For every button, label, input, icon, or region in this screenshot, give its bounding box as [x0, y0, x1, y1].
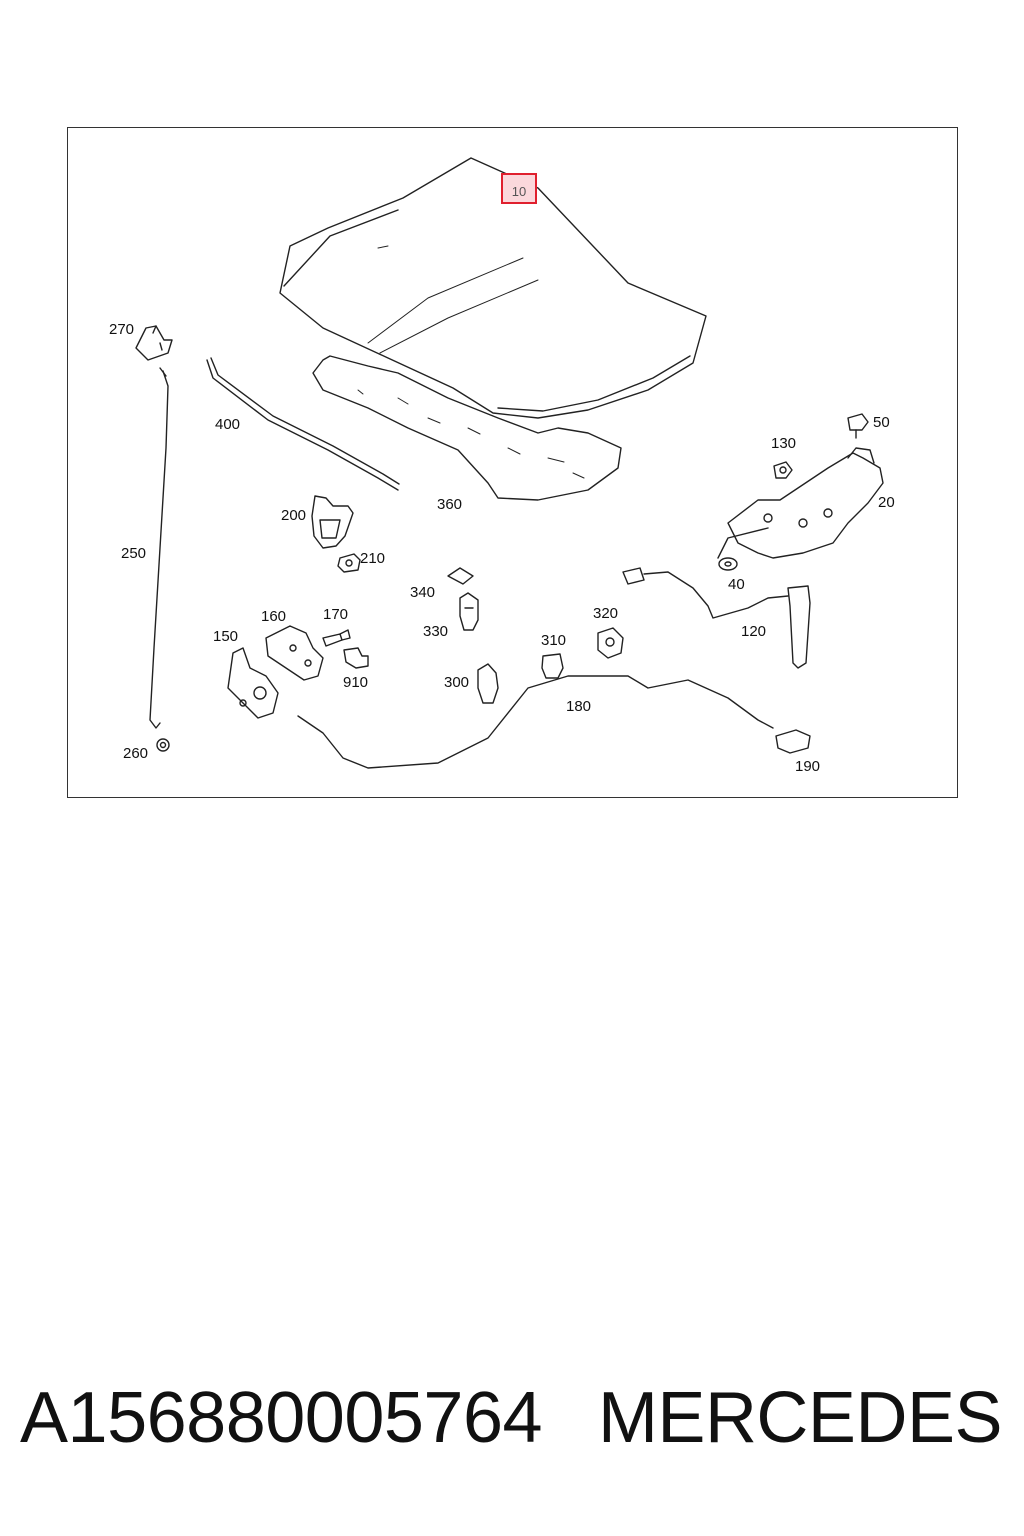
nut-130 [773, 461, 793, 479]
release-cable-180 [297, 675, 774, 769]
hood-panel [279, 157, 707, 419]
prop-rod-250 [149, 367, 169, 729]
callout-270[interactable]: 270 [109, 321, 135, 338]
hood-insulation-pad [312, 355, 622, 501]
brand-name: MERCEDES [597, 1378, 1003, 1458]
grommet-260 [156, 738, 170, 752]
part-910 [343, 647, 369, 669]
callout-160[interactable]: 160 [261, 608, 287, 625]
callout-20[interactable]: 20 [878, 494, 895, 511]
callout-340[interactable]: 340 [410, 584, 436, 601]
callout-40[interactable]: 40 [728, 576, 745, 593]
callout-10-highlight[interactable]: 10 [501, 173, 537, 204]
hood-lock-160 [265, 625, 324, 681]
parts-diagram: 10 20 40 50 120 130 150 160 170 180 190 … [67, 127, 958, 798]
callout-910[interactable]: 910 [343, 674, 369, 691]
callout-50[interactable]: 50 [873, 414, 890, 431]
footer: A156880005764 MERCEDES [0, 1370, 1024, 1470]
callout-300[interactable]: 300 [444, 674, 470, 691]
hood-lock-150 [227, 647, 279, 719]
callout-120[interactable]: 120 [741, 623, 767, 640]
callout-180[interactable]: 180 [566, 698, 592, 715]
clip-310 [541, 653, 564, 679]
nut-210 [337, 553, 361, 573]
callout-400[interactable]: 400 [215, 416, 241, 433]
washer-40 [717, 527, 769, 571]
callout-330[interactable]: 330 [423, 623, 449, 640]
callout-310[interactable]: 310 [541, 632, 567, 649]
hood-seal-strip [206, 357, 400, 491]
clip-300 [477, 663, 499, 704]
callout-250[interactable]: 250 [121, 545, 147, 562]
callout-200[interactable]: 200 [281, 507, 307, 524]
wire-harness-120 [622, 567, 811, 669]
clip-330 [459, 592, 479, 631]
bolt-170 [322, 629, 351, 647]
bracket-200 [311, 495, 354, 549]
bracket-270 [135, 325, 173, 361]
callout-190[interactable]: 190 [795, 758, 821, 775]
callout-260[interactable]: 260 [123, 745, 149, 762]
release-handle-190 [775, 729, 811, 754]
hood-hinge-20 [727, 447, 884, 559]
clip-340 [447, 567, 474, 585]
callout-150[interactable]: 150 [213, 628, 239, 645]
callout-360[interactable]: 360 [437, 496, 463, 513]
callout-130[interactable]: 130 [771, 435, 797, 452]
callout-label: 10 [511, 184, 527, 199]
callout-170[interactable]: 170 [323, 606, 349, 623]
callout-210[interactable]: 210 [360, 550, 386, 567]
bolt-50 [847, 413, 869, 439]
callout-320[interactable]: 320 [593, 605, 619, 622]
clip-320 [597, 627, 624, 659]
diagram-drawing [135, 157, 884, 769]
part-number: A156880005764 [20, 1378, 543, 1458]
